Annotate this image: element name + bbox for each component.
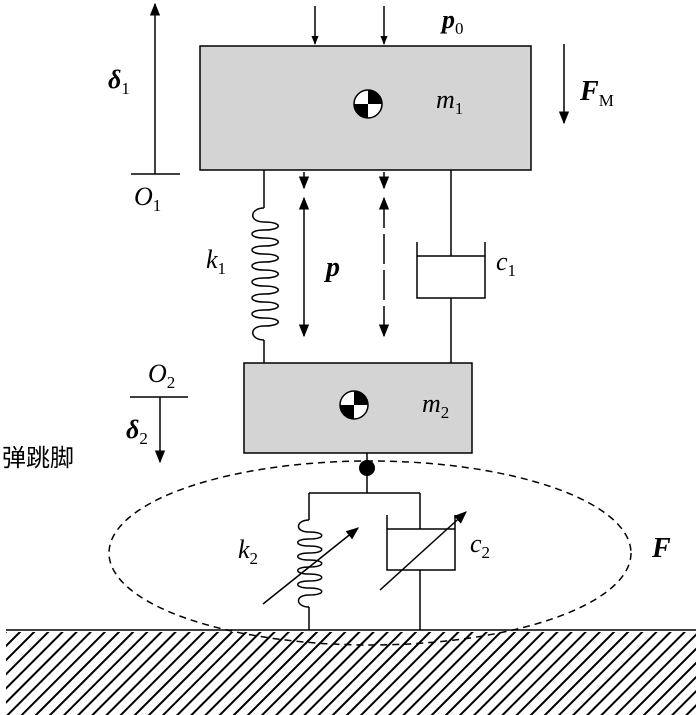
f-label: F	[651, 533, 671, 564]
mass-m2-cog-icon	[339, 390, 369, 420]
c1-label: c1	[496, 247, 516, 280]
delta2-label: δ2	[126, 415, 148, 448]
k2-variable-arrow	[262, 527, 360, 605]
foot-joint	[359, 460, 375, 476]
fm-label: FM	[579, 76, 614, 110]
o1-label: O1	[134, 182, 161, 215]
delta1-label: δ1	[108, 65, 130, 98]
damper-c2	[386, 493, 456, 630]
mass-m1-label: m1	[436, 85, 463, 118]
p0-label: p0	[440, 5, 464, 38]
o2-label: O2	[148, 359, 175, 392]
p-label: p	[324, 252, 340, 283]
k2-label: k2	[238, 535, 258, 568]
mass-m2-label: m2	[422, 389, 449, 422]
spring-k2	[297, 492, 420, 630]
ground-hatch	[6, 632, 696, 715]
c2-label: c2	[470, 529, 490, 562]
c2-variable-arrow	[379, 511, 467, 591]
spring-k1	[251, 170, 279, 363]
k1-label: k1	[206, 245, 226, 278]
damper-c1	[416, 170, 486, 363]
mass-m1-cog-icon	[353, 89, 383, 119]
foot-boundary-ellipse	[108, 460, 632, 646]
foot-label: 弹跳脚	[2, 444, 74, 472]
